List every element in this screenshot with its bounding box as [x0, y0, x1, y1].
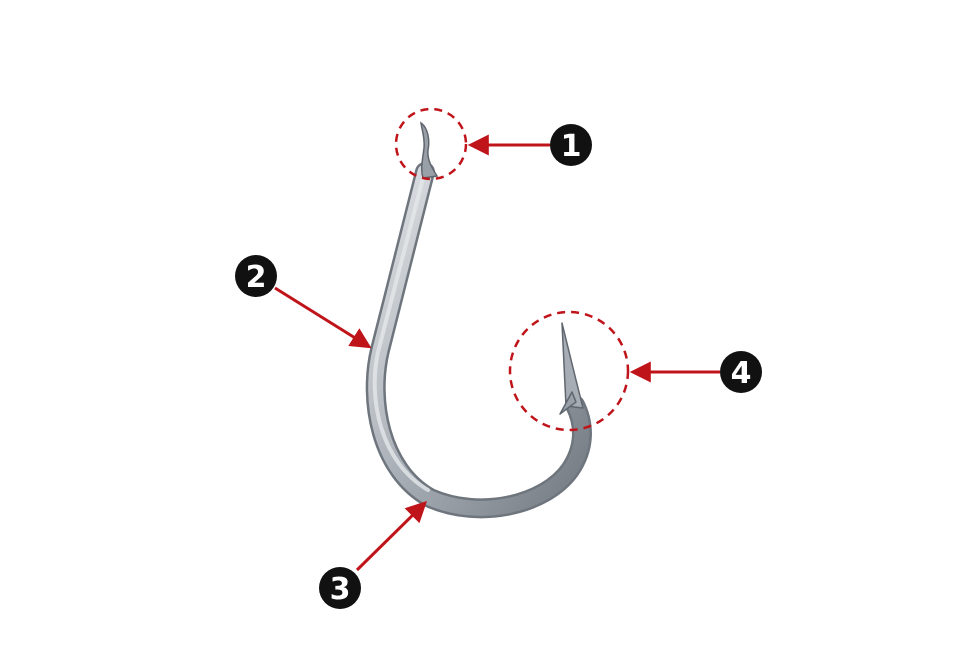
- marker-1-label: 1: [561, 129, 582, 164]
- highlight-circle-point: [508, 310, 630, 432]
- hook-barb: [559, 391, 577, 415]
- hook-highlight: [372, 176, 430, 492]
- marker-3: 3: [319, 567, 361, 609]
- fish-hook: [365, 121, 592, 519]
- arrow-2: [274, 286, 372, 349]
- marker-2: 2: [235, 255, 277, 297]
- marker-4: 4: [720, 351, 762, 393]
- marker-4-label: 4: [731, 356, 752, 391]
- hook-point-barb: [561, 322, 584, 409]
- highlight-circle-eye: [394, 107, 468, 181]
- hook-body: [368, 164, 590, 516]
- hook-spade-end: [420, 121, 439, 179]
- arrow-3: [355, 501, 427, 572]
- marker-1: 1: [550, 124, 592, 166]
- marker-3-label: 3: [330, 572, 351, 607]
- marker-2-label: 2: [246, 260, 267, 295]
